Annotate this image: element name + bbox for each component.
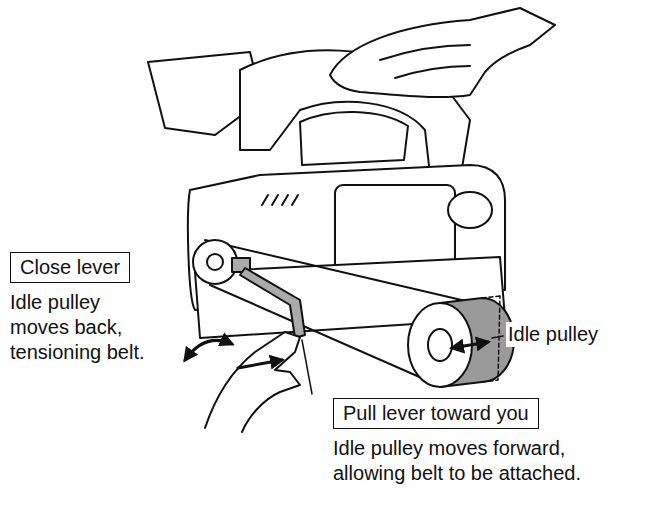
vent-slots xyxy=(262,195,298,205)
part-label: Idle pulley xyxy=(506,322,605,347)
pull-arrow xyxy=(238,360,282,368)
instruction-box: Close lever xyxy=(10,252,130,283)
rotation-arrow xyxy=(185,340,232,360)
finger-lines xyxy=(380,45,470,78)
idle-pulley-hub xyxy=(428,329,452,361)
sander-drawing xyxy=(148,8,555,432)
explanation-text: Idle pulley moves forward, allowing belt… xyxy=(333,436,613,486)
lever-arm xyxy=(240,268,305,338)
top-hand xyxy=(330,8,555,97)
callout-note: Close leverIdle pulley moves back, tensi… xyxy=(10,252,155,365)
pulley-travel-arrow xyxy=(452,342,488,348)
front-knob xyxy=(448,192,492,228)
rear-pulley xyxy=(193,240,237,284)
handle-opening xyxy=(300,112,408,165)
lower-hand xyxy=(205,332,300,432)
extended-position-outline xyxy=(482,296,500,382)
leader-line xyxy=(492,336,503,338)
instruction-box: Pull lever toward you xyxy=(333,398,539,429)
explanation-text: Idle pulley moves back, tensioning belt. xyxy=(10,290,155,365)
callout-note: Pull lever toward youIdle pulley moves f… xyxy=(333,398,613,486)
rear-pulley-hub xyxy=(207,254,223,270)
leader-line xyxy=(302,340,312,394)
